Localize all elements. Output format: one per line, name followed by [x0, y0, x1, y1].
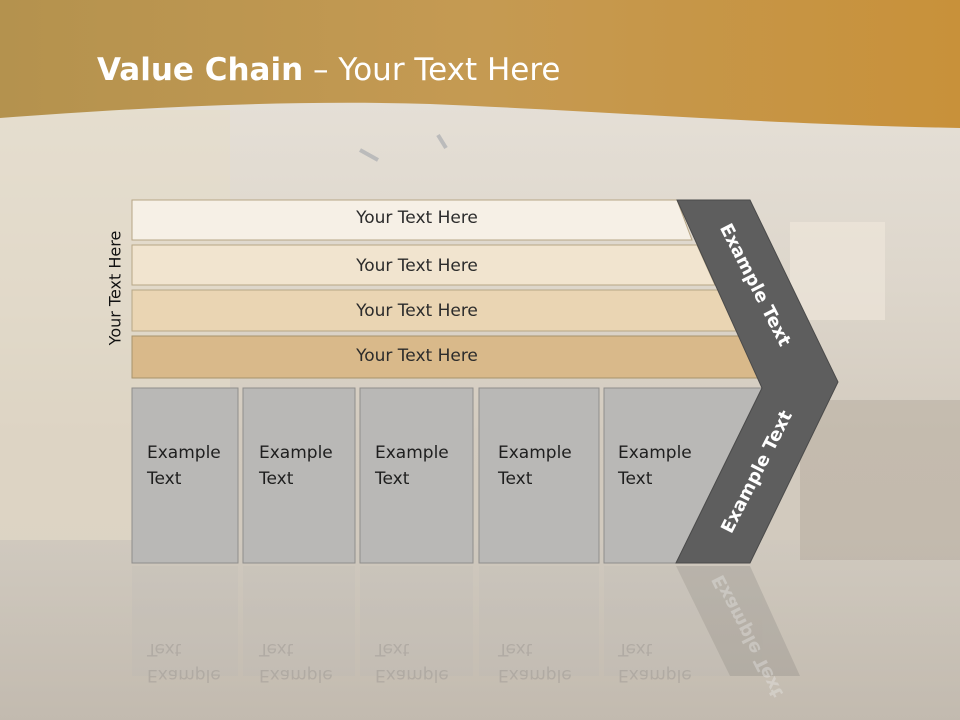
boxes-reflection — [132, 566, 800, 676]
header-band — [0, 0, 960, 128]
stripe-3-label: Your Text Here — [356, 301, 478, 321]
box-3-line2: Text — [375, 469, 410, 489]
box-4-line2: Text — [498, 469, 533, 489]
box-2 — [242, 387, 356, 564]
box-3-line1: Example — [375, 443, 449, 463]
box-3 — [359, 387, 474, 564]
box-2-line2: Text — [259, 469, 294, 489]
stripe-4-label: Your Text Here — [356, 346, 478, 366]
title-bold: Value Chain — [97, 52, 304, 88]
box-5-line2: Text — [618, 469, 653, 489]
stripe-1-label: Your Text Here — [356, 208, 478, 228]
slide-title: Value Chain – Your Text Here — [97, 52, 560, 88]
box-1 — [131, 387, 239, 564]
box-1-line1: Example — [147, 443, 221, 463]
box-4 — [478, 387, 600, 564]
chevron-arrow — [675, 199, 839, 564]
box-1-line2: Text — [147, 469, 182, 489]
box-5-line1: Example — [618, 443, 692, 463]
stripe-1 — [131, 199, 693, 241]
box-2-line1: Example — [259, 443, 333, 463]
stripe-2-label: Your Text Here — [356, 256, 478, 276]
box-4-line1: Example — [498, 443, 572, 463]
title-rest: – Your Text Here — [303, 52, 561, 88]
